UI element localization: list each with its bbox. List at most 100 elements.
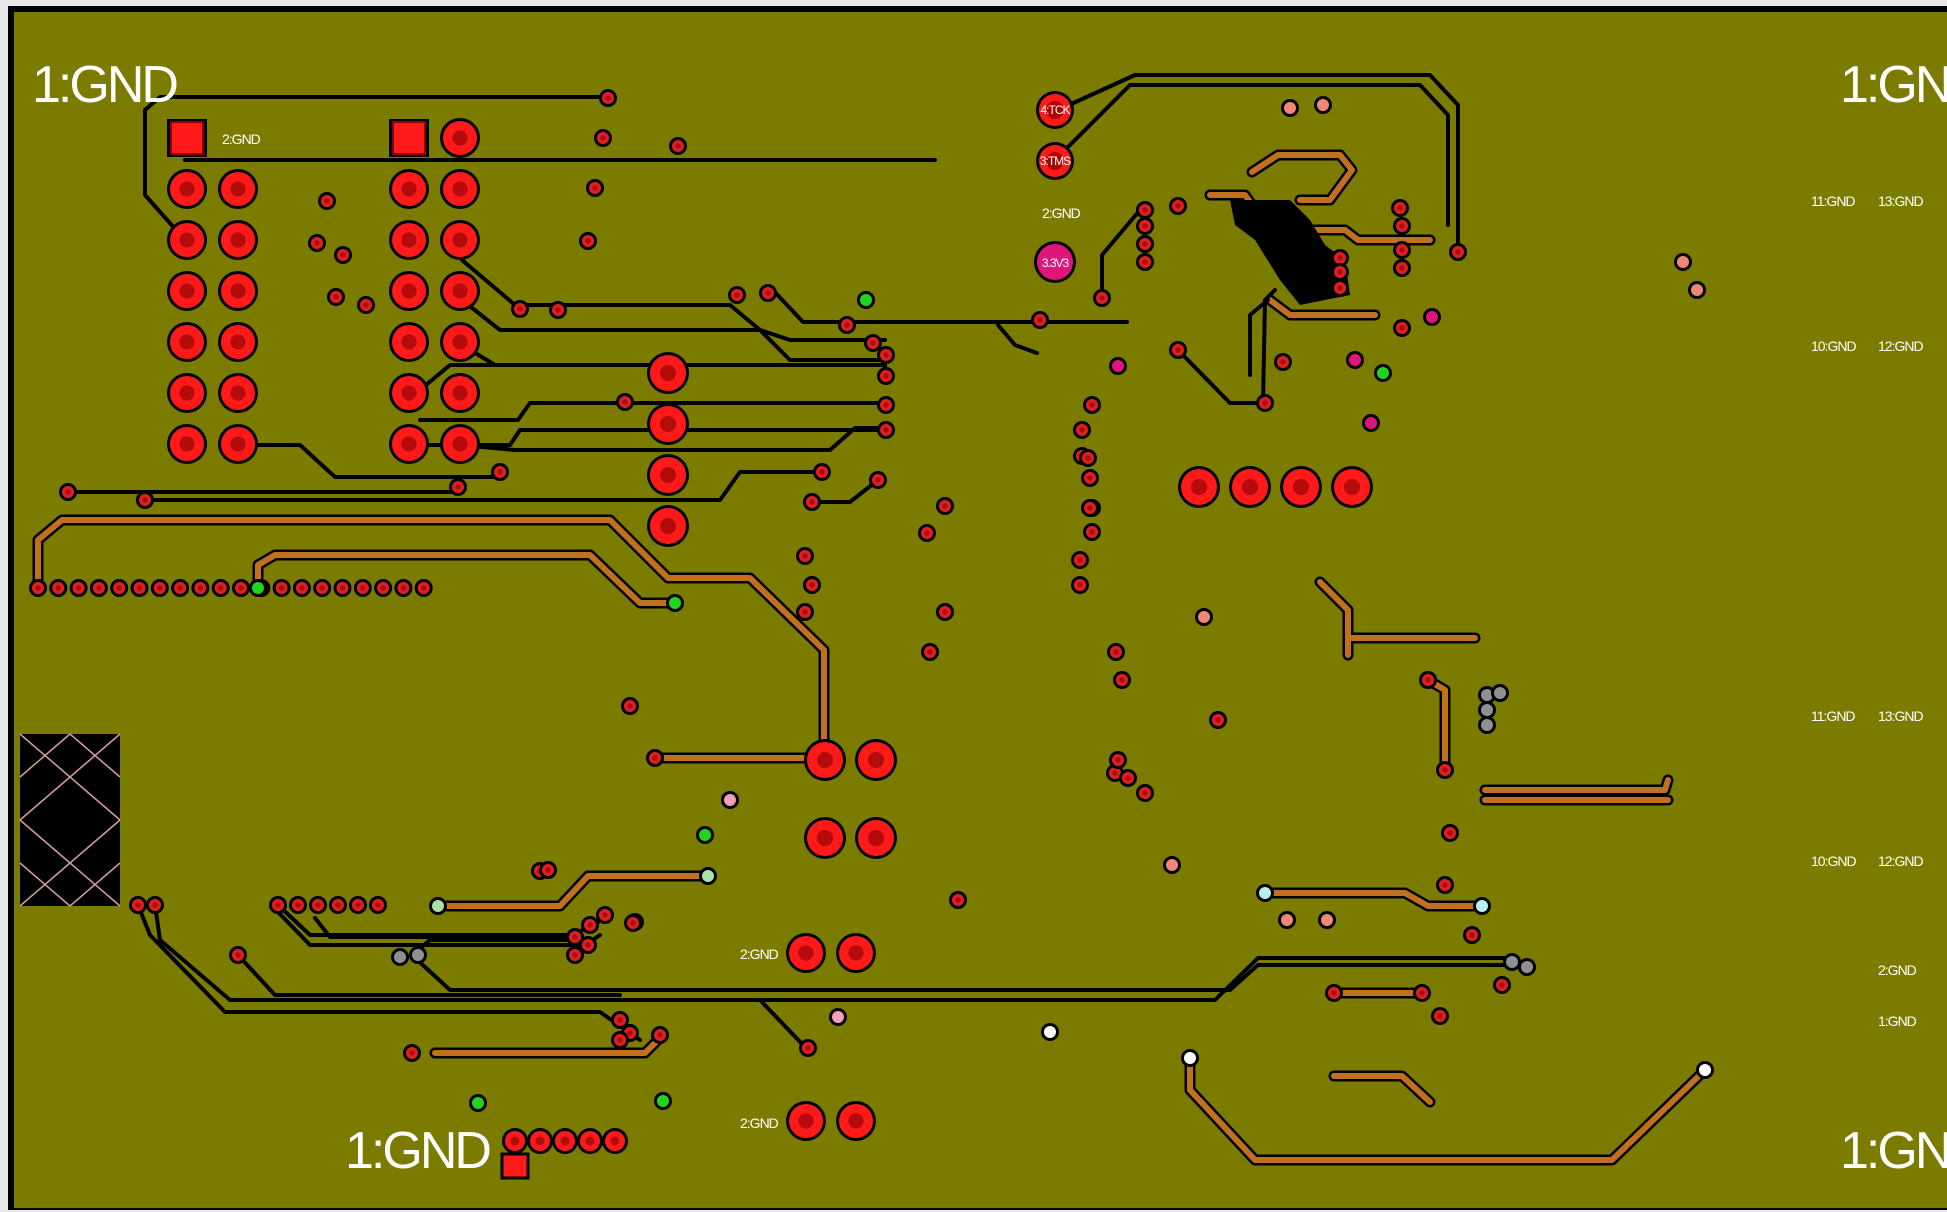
label-bottom-2gnd-b: 2:GND [740, 1115, 779, 1131]
pad-4tck: 4:TCK [1036, 91, 1074, 129]
label-right-2gnd: 2:GND [1878, 962, 1917, 978]
label-bottom-2gnd-a: 2:GND [740, 946, 779, 962]
colored-via [1346, 351, 1364, 369]
via [49, 579, 68, 597]
via [1413, 984, 1431, 1002]
header-pad [389, 169, 429, 209]
header-pad [389, 373, 429, 413]
via [318, 192, 336, 210]
via [539, 861, 557, 879]
column-pad [647, 505, 689, 547]
header-pad [440, 322, 480, 362]
via [334, 246, 352, 264]
colored-via [1163, 856, 1181, 874]
via [191, 579, 210, 597]
pair-pad [804, 739, 846, 781]
colored-via [1256, 884, 1274, 902]
connector-square-pad [500, 1152, 530, 1180]
header-pad [167, 220, 207, 260]
via [110, 579, 129, 597]
big-pads [167, 118, 1373, 1180]
label-right-11gnd-b: 11:GND [1811, 708, 1855, 724]
label-right-11gnd-a: 11:GND [1811, 193, 1855, 209]
colored-via [1195, 608, 1213, 626]
via [313, 579, 332, 597]
via [349, 896, 367, 914]
via [1393, 217, 1411, 235]
via [864, 334, 882, 352]
via [308, 234, 326, 252]
via [918, 524, 936, 542]
via [1136, 235, 1154, 253]
pad-4tck-label: 4:TCK [1040, 103, 1070, 117]
corner-label-top-right: 1:GND [1840, 56, 1947, 114]
column-pad [647, 352, 689, 394]
colored-via [1318, 911, 1336, 929]
connector-pad [577, 1128, 603, 1154]
colored-via [829, 1008, 847, 1026]
via [329, 896, 347, 914]
header-pad [218, 220, 258, 260]
via [1274, 353, 1292, 371]
connector-block [19, 733, 121, 907]
via [1436, 761, 1454, 779]
via [1331, 279, 1349, 297]
colored-via [666, 594, 684, 612]
via [1083, 523, 1101, 541]
via [1119, 769, 1137, 787]
pad-3v3: 3.3V3 [1034, 241, 1076, 283]
colored-vias [249, 96, 1714, 1112]
via [877, 421, 895, 439]
via [1083, 396, 1101, 414]
via [1081, 499, 1099, 517]
via [611, 1011, 629, 1029]
via [449, 478, 467, 496]
row-pad [1280, 466, 1322, 508]
colored-via [409, 946, 427, 964]
label-header-2gnd: 2:GND [222, 131, 261, 147]
pair-pad [855, 739, 897, 781]
colored-via [1491, 684, 1509, 702]
header-pad [218, 424, 258, 464]
via [611, 1031, 629, 1049]
column-pad [647, 454, 689, 496]
via [1169, 341, 1187, 359]
via [877, 396, 895, 414]
header-pad [440, 169, 480, 209]
via [150, 579, 169, 597]
via [269, 896, 287, 914]
via [369, 896, 387, 914]
colored-via [1503, 953, 1521, 971]
row-pad [1331, 466, 1373, 508]
via [69, 579, 88, 597]
via [211, 579, 230, 597]
via [949, 891, 967, 909]
corner-label-bottom-left: 1:GND [345, 1122, 490, 1180]
via [566, 928, 584, 946]
pair-pad [804, 817, 846, 859]
pad-3tms-label: 3:TMS [1040, 154, 1071, 168]
via [1325, 984, 1343, 1002]
connector-pad [602, 1128, 628, 1154]
via [1081, 469, 1099, 487]
colored-via [1109, 357, 1127, 375]
colored-via [654, 1092, 672, 1110]
via [877, 367, 895, 385]
via [1136, 253, 1154, 271]
colored-via [1314, 96, 1332, 114]
header-pad [167, 271, 207, 311]
via [130, 579, 149, 597]
pair-pad [786, 933, 826, 973]
via [414, 579, 433, 597]
pair-pad [786, 1101, 826, 1141]
via [1436, 876, 1454, 894]
header-pad [167, 169, 207, 209]
via [289, 896, 307, 914]
via [89, 579, 108, 597]
header-pad [218, 271, 258, 311]
via [799, 1039, 817, 1057]
via [353, 579, 372, 597]
via [229, 946, 247, 964]
via [1493, 976, 1511, 994]
